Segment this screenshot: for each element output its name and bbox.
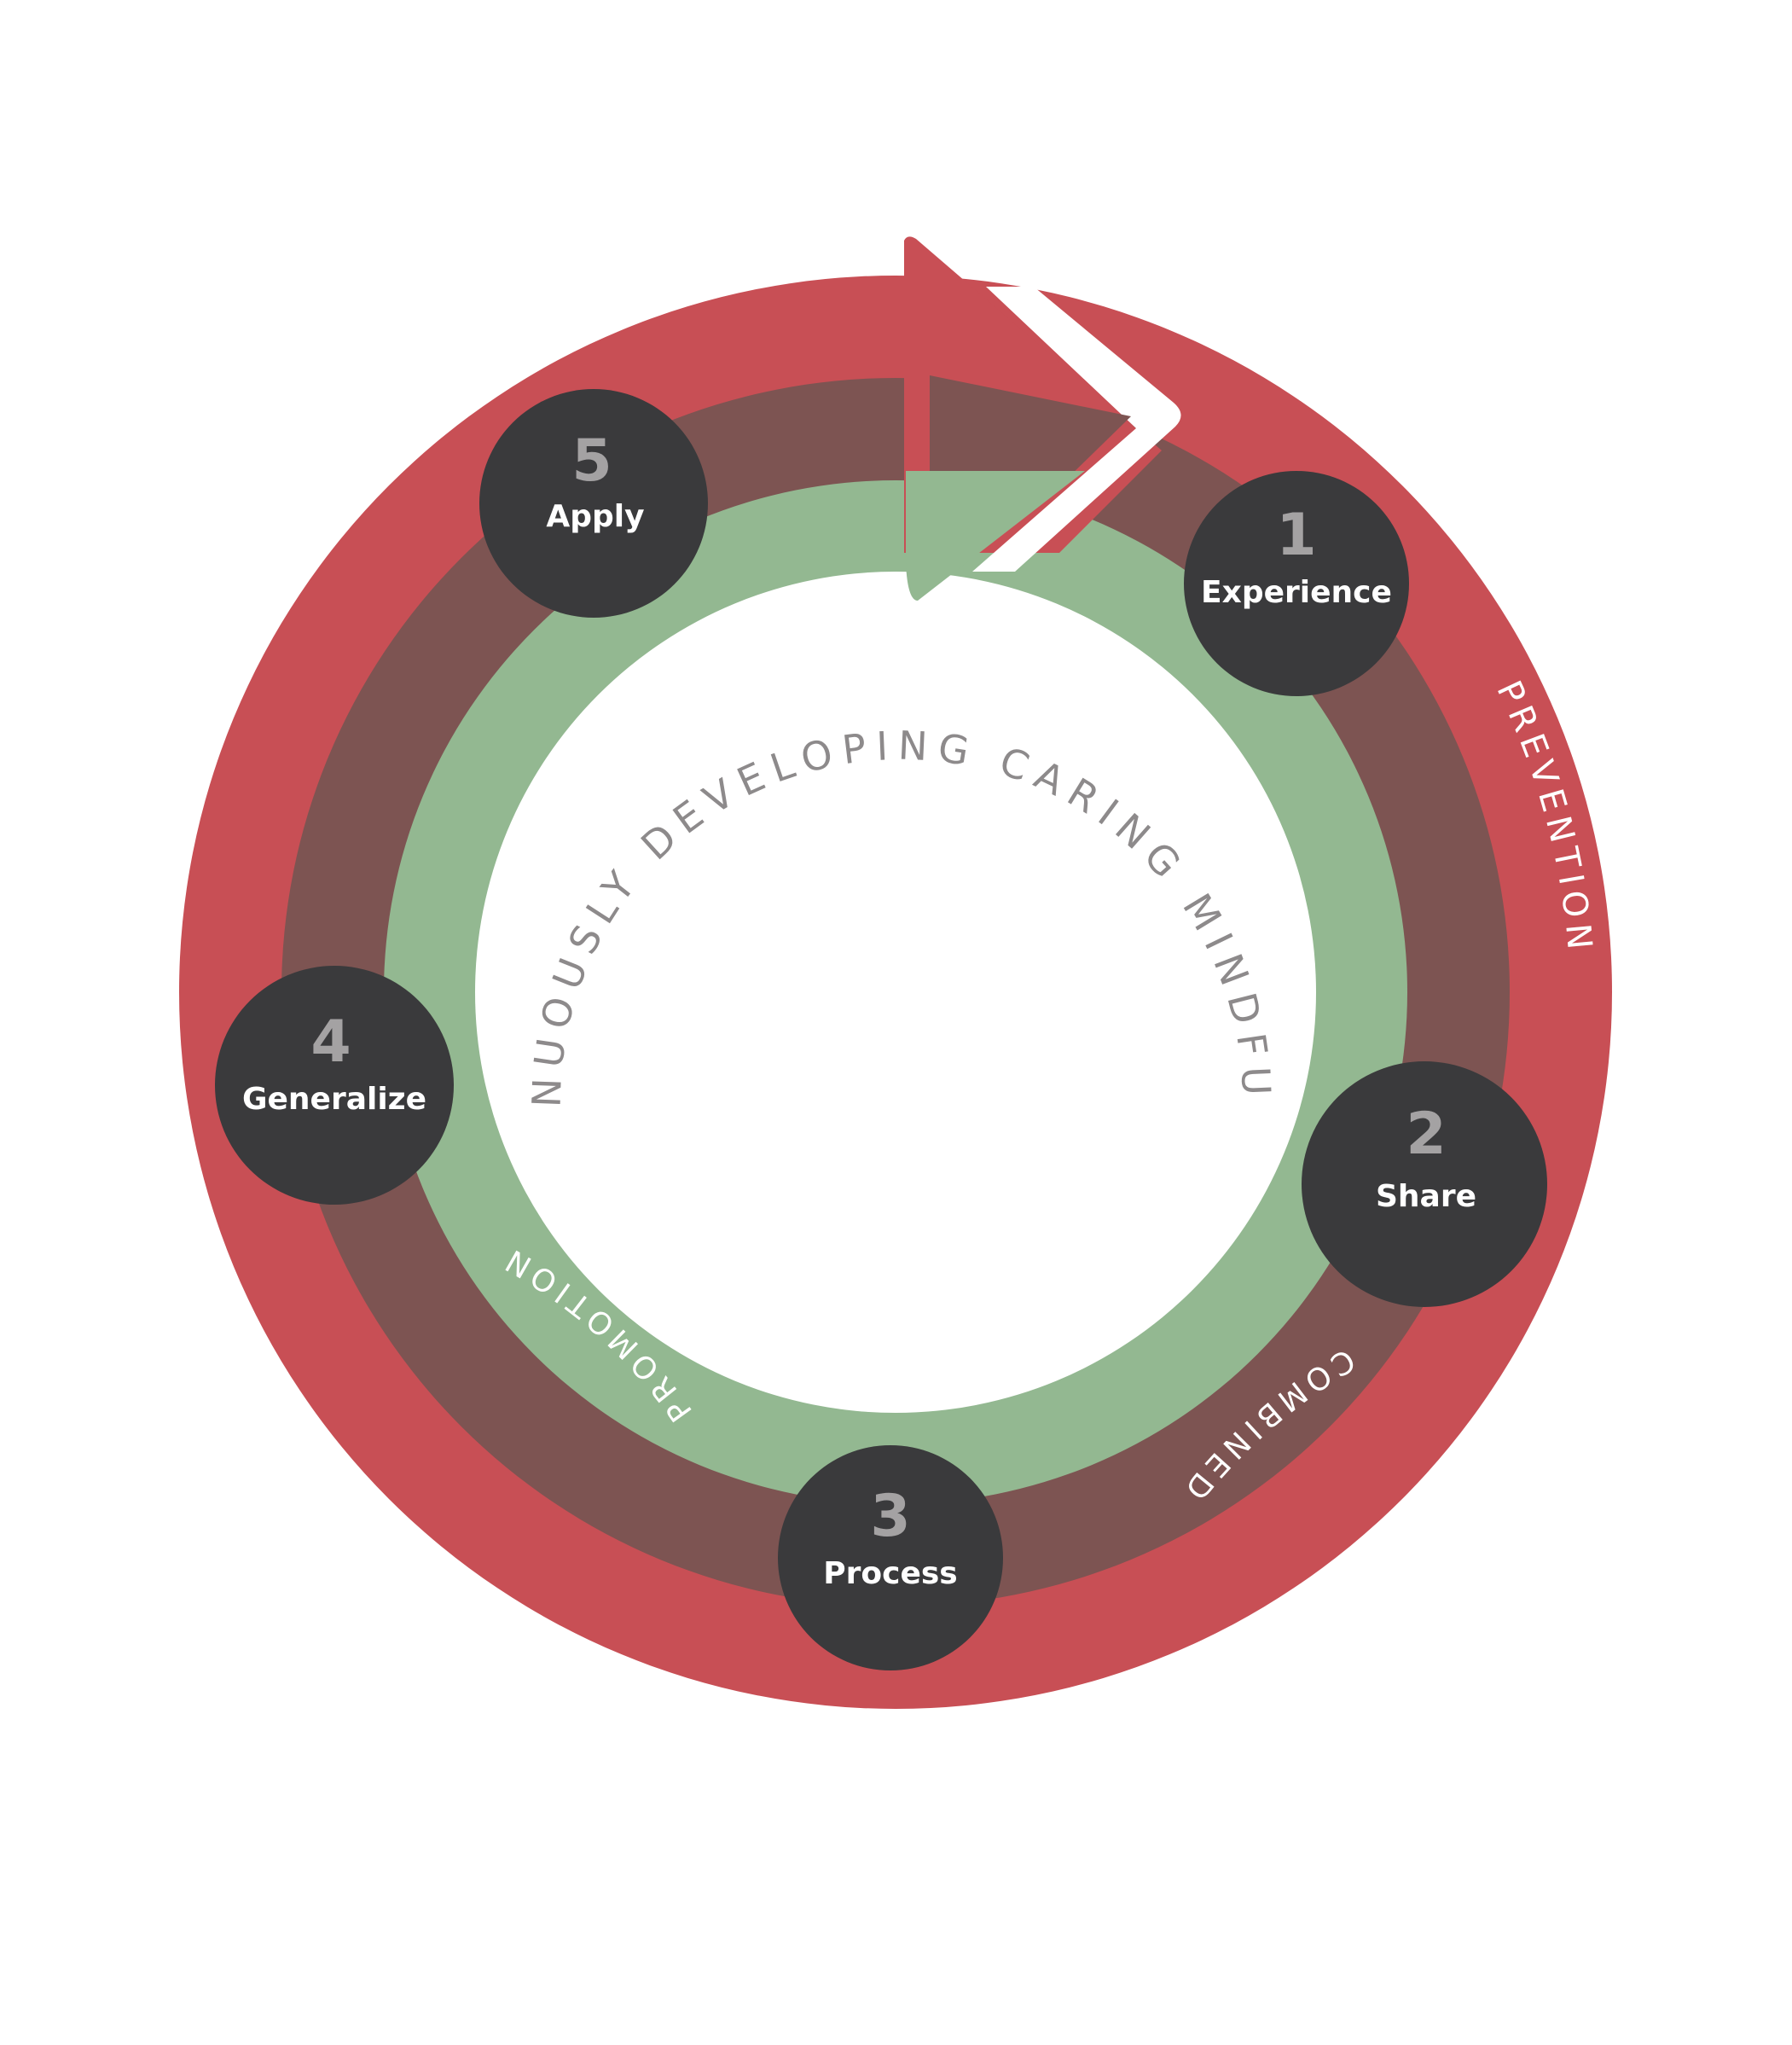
middle-arrow-head xyxy=(930,375,1131,485)
step-share: 2 Share xyxy=(1302,1061,1547,1307)
arrow-gap xyxy=(972,287,1181,572)
step-number: 1 xyxy=(1276,502,1316,569)
step-circle xyxy=(778,1445,1003,1670)
step-experience: 1 Experience xyxy=(1184,471,1409,696)
inner-arrow-head xyxy=(906,471,1085,601)
step-number: 4 xyxy=(310,1008,351,1076)
step-generalize: 4 Generalize xyxy=(215,966,454,1205)
step-label: Generalize xyxy=(242,1082,426,1117)
step-circle xyxy=(1302,1061,1547,1307)
step-label: Process xyxy=(823,1556,957,1591)
step-label: Share xyxy=(1376,1179,1476,1214)
step-label: Apply xyxy=(546,499,644,534)
step-apply: 5 Apply xyxy=(479,389,708,618)
step-process: 3 Process xyxy=(778,1445,1003,1670)
step-circle xyxy=(479,389,708,618)
step-circle xyxy=(1184,471,1409,696)
step-number: 3 xyxy=(870,1483,910,1550)
center-circle xyxy=(475,572,1316,1413)
step-label: Experience xyxy=(1201,575,1392,610)
step-number: 2 xyxy=(1406,1101,1446,1168)
step-circle xyxy=(215,966,454,1205)
step-number: 5 xyxy=(571,427,612,495)
